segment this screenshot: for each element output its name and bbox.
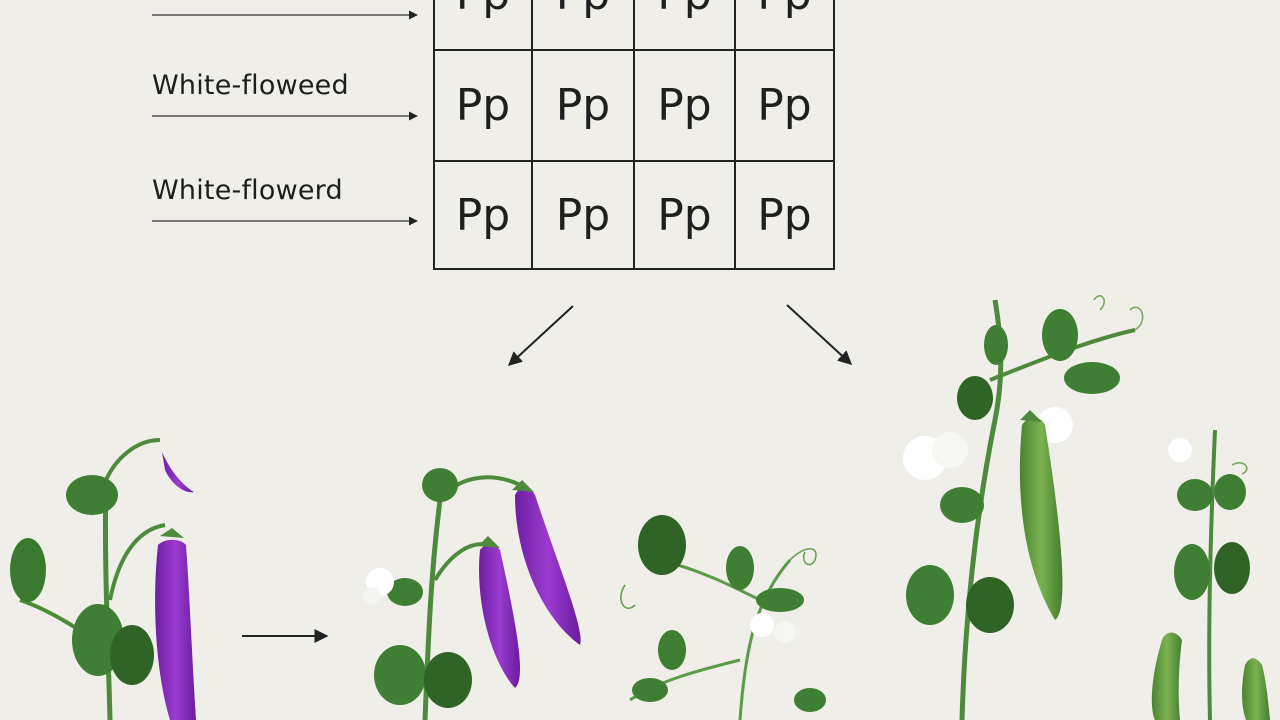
- punnett-cell: Pp: [635, 162, 736, 270]
- punnett-cell: Pp: [736, 51, 835, 162]
- punnett-cell: Pp: [635, 0, 736, 51]
- punnett-cell: Pp: [533, 51, 635, 162]
- punnett-cell: Pp: [635, 51, 736, 162]
- punnett-cell: Pp: [736, 162, 835, 270]
- pea-plant-purple-2: [363, 468, 581, 720]
- arrow-down-left: [507, 305, 574, 366]
- punnett-cell: Pp: [533, 162, 635, 270]
- row-label-1: White-floweed: [152, 70, 349, 101]
- pea-plant-purple-1: [10, 438, 196, 720]
- punnett-square: Pp Pp Pp Pp Pp Pp Pp Pp Pp Pp Pp Pp: [433, 0, 835, 270]
- punnett-cell: Pp: [435, 162, 533, 270]
- row-label-2: White-flowerd: [152, 175, 343, 206]
- punnett-cell: Pp: [736, 0, 835, 51]
- punnett-cell: Pp: [435, 0, 533, 51]
- pea-plant-green-right: [1151, 429, 1270, 720]
- arrow-down-right: [786, 304, 853, 365]
- punnett-cell: Pp: [435, 51, 533, 162]
- pea-plant-green-tall: [903, 295, 1144, 720]
- pea-plant-green-vine: [620, 515, 826, 720]
- punnett-cell: Pp: [533, 0, 635, 51]
